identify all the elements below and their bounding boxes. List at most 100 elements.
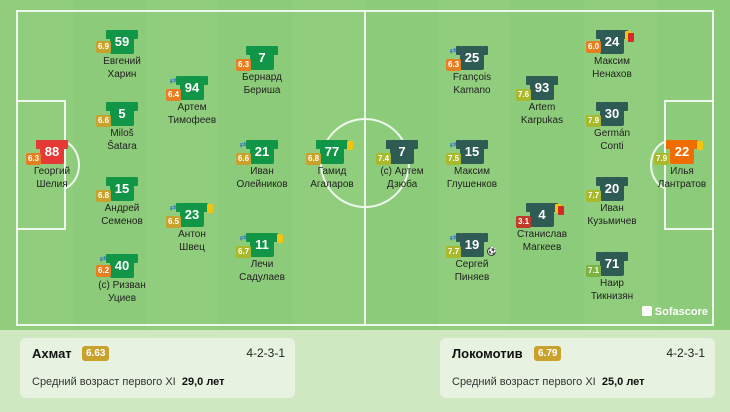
rating-badge: 7.7 <box>446 246 462 258</box>
age-label: Средний возраст первого XI <box>452 376 596 388</box>
away-penalty-area <box>664 100 714 230</box>
player-name-last: Karpukas <box>520 115 564 126</box>
player-name-first: Андрей <box>104 203 140 214</box>
player-name-first: Miloš <box>110 128 134 139</box>
player-name-first: Гамид <box>317 166 347 177</box>
player-name-first: François <box>452 72 492 83</box>
player-name-first: Максим <box>594 56 630 67</box>
player-name-last: Kamano <box>453 85 491 96</box>
rating-badge: 7.9 <box>586 115 602 127</box>
rating-badge: 3.1 <box>516 216 532 228</box>
home-team-rating: 6.63 <box>82 346 110 361</box>
player-home-st[interactable]: 77 6.8 Гамид Агаларов <box>292 140 372 190</box>
player-name-last: Садулаев <box>239 272 285 283</box>
player-name-last: Лантратов <box>657 179 707 190</box>
player-name-last: Пиняев <box>454 272 490 283</box>
player-name-last: Олейников <box>236 179 288 190</box>
shirt-icon: 93 <box>526 76 558 100</box>
rating-badge: 7.7 <box>586 190 602 202</box>
player-away-st[interactable]: 7 7.4 (c) Артем Дзюба <box>362 140 442 190</box>
player-name-last: Агаларов <box>310 179 354 190</box>
rating-badge: 7.5 <box>446 153 462 165</box>
player-name-last: Глушенков <box>446 179 498 190</box>
player-home-lw[interactable]: 11 ⇄ 6.7 Лечи Садулаев <box>222 233 302 283</box>
rating-badge: 6.8 <box>306 153 322 165</box>
player-name-first: Лечи <box>250 259 274 270</box>
player-home-gk[interactable]: 88 6.3 Георгий Шелия <box>12 140 92 190</box>
shirt-icon: 21 <box>246 140 278 164</box>
player-name-first: Артем <box>177 102 207 113</box>
brand-label: Sofascore <box>654 306 708 318</box>
shirt-icon: 24 <box>596 30 628 54</box>
player-name-first: Георгий <box>33 166 71 177</box>
player-name-first: Наир <box>600 278 624 289</box>
shirt-icon: 11 <box>246 233 278 257</box>
red-card-icon <box>558 206 564 215</box>
substitution-icon: ⇄ <box>239 233 247 242</box>
player-away-gk[interactable]: 22 7.9 Илья Лантратов <box>642 140 722 190</box>
player-home-lb[interactable]: 40 ⇄ 6.2 (c) Ризван Уциев <box>82 254 162 304</box>
player-name-first: Artem <box>528 102 556 113</box>
home-average-age: Средний возраст первого XI 29,0 лет <box>32 376 225 388</box>
player-home-rcb[interactable]: 5 6.6 Miloš Šatara <box>82 102 162 152</box>
player-name-first: Максим <box>454 166 490 177</box>
substitution-icon: ⇄ <box>239 140 247 149</box>
rating-badge: 6.5 <box>166 216 182 228</box>
rating-badge: 7.1 <box>586 265 602 277</box>
player-away-lw[interactable]: 25 ⇄ 6.3 François Kamano <box>432 46 512 96</box>
player-name-last: Бериша <box>243 85 281 96</box>
player-name-first: Бернард <box>242 72 282 83</box>
rating-badge: 6.8 <box>96 190 112 202</box>
goal-icon: ⚽ <box>487 247 497 256</box>
shirt-icon: 94 <box>176 76 208 100</box>
yellow-card-icon <box>277 234 283 243</box>
rating-badge: 6.7 <box>236 246 252 258</box>
substitution-icon: ⇄ <box>169 76 177 85</box>
shirt-icon: 59 <box>106 30 138 54</box>
substitution-icon: ⇄ <box>169 203 177 212</box>
yellow-card-icon <box>207 204 213 213</box>
player-away-lcb[interactable]: 30 7.9 Germán Conti <box>572 102 652 152</box>
player-home-am[interactable]: 21 ⇄ 6.6 Иван Олейников <box>222 140 302 190</box>
player-away-am[interactable]: 15 ⇄ 7.5 Максим Глушенков <box>432 140 512 190</box>
substitution-icon: ⇄ <box>449 46 457 55</box>
pitch: 88 6.3 Георгий Шелия 59 6.9 Евгений Хари… <box>0 0 730 330</box>
player-home-cm2[interactable]: 23 ⇄ 6.5 Антон Швец <box>152 203 232 253</box>
yellow-card-icon <box>347 141 353 150</box>
rating-badge: 6.0 <box>586 41 602 53</box>
player-away-lb[interactable]: 24 6.0 Максим Ненахов <box>572 30 652 80</box>
rating-badge: 7.6 <box>516 89 532 101</box>
shirt-icon: 4 <box>526 203 558 227</box>
shirt-icon: 22 <box>666 140 698 164</box>
player-name-last: Кузьмичев <box>587 216 637 227</box>
sofascore-icon <box>641 306 652 316</box>
shirt-icon: 19 <box>456 233 488 257</box>
player-name-last: Ненахов <box>592 69 632 80</box>
away-team-name[interactable]: Локомотив <box>452 346 523 361</box>
player-name-first: Станислав <box>516 229 568 240</box>
rating-badge: 6.3 <box>446 59 462 71</box>
player-name-last: Швец <box>179 242 205 253</box>
player-home-lcb[interactable]: 15 6.8 Андрей Семенов <box>82 177 162 227</box>
player-away-cm1[interactable]: 93 7.6 Artem Karpukas <box>502 76 582 126</box>
player-away-rw[interactable]: 19 ⇄ 7.7 ⚽ Сергей Пиняев <box>432 233 512 283</box>
shirt-icon: 23 <box>176 203 208 227</box>
player-home-rb[interactable]: 59 6.9 Евгений Харин <box>82 30 162 80</box>
player-away-rcb[interactable]: 20 7.7 Иван Кузьмичев <box>572 177 652 227</box>
age-label: Средний возраст первого XI <box>32 376 176 388</box>
player-away-cm2[interactable]: 4 3.1 Станислав Магкеев <box>502 203 582 253</box>
player-away-rb[interactable]: 71 7.1 Наир Тикнизян <box>572 252 652 302</box>
player-home-cm1[interactable]: 94 ⇄ 6.4 Артем Тимофеев <box>152 76 232 126</box>
shirt-icon: 7 <box>246 46 278 70</box>
away-team-rating: 6.79 <box>534 346 562 361</box>
shirt-icon: 30 <box>596 102 628 126</box>
player-name-last: Тикнизян <box>590 291 634 302</box>
player-home-rw[interactable]: 7 6.3 Бернард Бериша <box>222 46 302 96</box>
home-team-panel: Ахмат 6.63 4-2-3-1 Средний возраст перво… <box>20 338 295 398</box>
shirt-icon: 15 <box>106 177 138 201</box>
player-name-first: Сергей <box>455 259 489 270</box>
shirt-icon: 15 <box>456 140 488 164</box>
rating-badge: 6.9 <box>96 41 112 53</box>
home-team-name[interactable]: Ахмат <box>32 346 72 361</box>
shirt-icon: 25 <box>456 46 488 70</box>
